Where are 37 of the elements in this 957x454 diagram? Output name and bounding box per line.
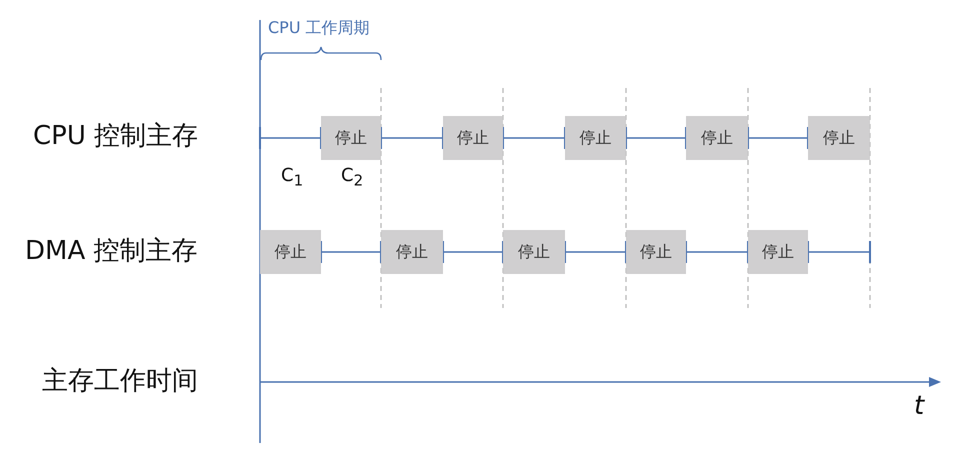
block-text: 停止 <box>274 242 306 262</box>
block-text: 停止 <box>335 128 367 148</box>
stop-block <box>626 230 686 274</box>
block-text: 停止 <box>701 128 733 148</box>
block-text: 停止 <box>640 242 672 262</box>
block-text: 停止 <box>457 128 489 148</box>
row-label: 主存工作时间 <box>42 367 198 396</box>
stop-block <box>686 116 748 160</box>
timeline-segment <box>625 127 687 149</box>
timeline-segment <box>564 241 627 263</box>
timeline-segment <box>259 127 322 149</box>
row-label: DMA 控制主存 <box>25 237 198 266</box>
block-text: 停止 <box>580 128 612 148</box>
axis-label: t <box>914 392 924 421</box>
stop-block <box>443 116 503 160</box>
stop-block <box>503 230 565 274</box>
timeline-segment <box>442 241 504 263</box>
stop-block <box>808 116 870 160</box>
block-text: 停止 <box>762 242 794 262</box>
timeline-segment <box>320 241 382 263</box>
timeline-segment <box>685 241 749 263</box>
stop-block <box>565 116 626 160</box>
cycle-label: C$_{2}$ <box>341 166 364 190</box>
block-text: 停止 <box>396 242 428 262</box>
block-text: 停止 <box>823 128 855 148</box>
timeline-segment <box>807 241 871 263</box>
timeline-segment <box>380 127 444 149</box>
block-text: 停止 <box>518 242 550 262</box>
stop-block <box>260 230 321 274</box>
row-label: CPU 控制主存 <box>33 122 198 151</box>
stop-block <box>381 230 443 274</box>
stop-block <box>748 230 808 274</box>
cycle-label: C$_{1}$ <box>281 166 304 190</box>
timeline-segment <box>747 127 809 149</box>
timeline-segment <box>502 127 566 149</box>
stop-block <box>321 116 381 160</box>
period-label: CPU 工作周期 <box>268 19 370 37</box>
